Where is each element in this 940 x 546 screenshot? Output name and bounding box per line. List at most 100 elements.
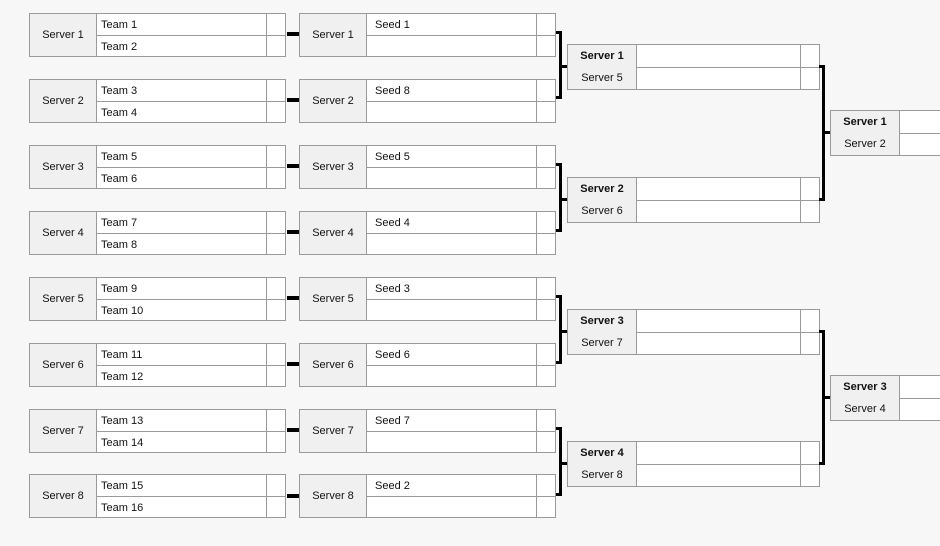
team-slot-bottom[interactable]: Team 14: [101, 436, 144, 449]
winner-slot[interactable]: [367, 366, 536, 387]
match-server-label: Server 5: [30, 278, 97, 320]
round2-match-6: Server 6 Seed 6: [299, 343, 556, 387]
bracket-connector: [287, 230, 299, 234]
round1-match-5: Server 5 Team 9 Team 10: [29, 277, 286, 321]
round2-match-1: Server 1 Seed 1: [299, 13, 556, 57]
match-server-label: Server 6: [300, 344, 367, 386]
winner-slot[interactable]: [367, 168, 536, 189]
round4-match-2: Server 3 Server 4: [830, 375, 940, 421]
match-server-label: Server 2: [300, 80, 367, 122]
round1-match-1: Server 1 Team 1 Team 2: [29, 13, 286, 57]
match-server-label: Server 7: [30, 410, 97, 452]
score-cells[interactable]: [536, 14, 555, 56]
bracket-line: [822, 396, 830, 399]
round2-match-8: Server 8 Seed 2: [299, 474, 556, 518]
winner-slot[interactable]: [637, 442, 800, 465]
score-cells[interactable]: [266, 146, 285, 188]
match-server-label: Server 8: [30, 475, 97, 517]
round1-match-8: Server 8 Team 15 Team 16: [29, 474, 286, 518]
seed-slot[interactable]: Seed 6: [367, 344, 536, 366]
server-b-label: Server 7: [581, 337, 623, 349]
seed-slot[interactable]: Seed 3: [367, 278, 536, 300]
match-server-label: Server 1: [30, 14, 97, 56]
winner-slot[interactable]: [367, 234, 536, 255]
winner-slot[interactable]: [637, 178, 800, 201]
round2-match-2: Server 2 Seed 8: [299, 79, 556, 123]
server-b-label: Server 6: [581, 205, 623, 217]
bracket-line: [559, 65, 567, 68]
score-cells[interactable]: [800, 442, 819, 486]
winner-slot[interactable]: [367, 432, 536, 453]
team-slot-top[interactable]: Team 15: [97, 475, 266, 497]
team-slot-bottom[interactable]: Team 10: [101, 304, 144, 317]
team-slot-top[interactable]: Team 13: [97, 410, 266, 432]
winner-slot[interactable]: [367, 497, 536, 518]
match-server-label: Server 7: [300, 410, 367, 452]
match-server-label: Server 6: [30, 344, 97, 386]
match-server-label-cell: [568, 442, 637, 486]
server-a-label: Server 3: [580, 315, 624, 327]
winner-slot[interactable]: [900, 111, 940, 134]
server-a-label: Server 2: [580, 183, 624, 195]
team-slot-bottom[interactable]: Team 6: [101, 172, 138, 185]
score-cells[interactable]: [800, 310, 819, 354]
team-slot-bottom[interactable]: Team 4: [101, 106, 138, 119]
score-cells[interactable]: [266, 344, 285, 386]
score-cells[interactable]: [536, 410, 555, 452]
bracket-connector: [287, 98, 299, 102]
score-cells[interactable]: [800, 45, 819, 89]
score-cells[interactable]: [266, 410, 285, 452]
team-slot-top[interactable]: Team 7: [97, 212, 266, 234]
score-cells[interactable]: [536, 146, 555, 188]
round3-match-2: Server 2 Server 6: [567, 177, 820, 223]
team-slot-bottom[interactable]: Team 16: [101, 501, 144, 514]
winner-slot[interactable]: [900, 376, 940, 399]
seed-slot[interactable]: Seed 7: [367, 410, 536, 432]
score-cells[interactable]: [266, 14, 285, 56]
score-cells[interactable]: [266, 475, 285, 517]
seed-slot[interactable]: Seed 4: [367, 212, 536, 234]
bracket-line: [559, 427, 562, 496]
score-cells[interactable]: [536, 344, 555, 386]
match-server-label: Server 2: [30, 80, 97, 122]
round3-match-1: Server 1 Server 5: [567, 44, 820, 90]
seed-slot[interactable]: Seed 2: [367, 475, 536, 497]
winner-slot[interactable]: [637, 310, 800, 333]
team-slot-top[interactable]: Team 11: [97, 344, 266, 366]
bracket-connector: [287, 428, 299, 432]
match-server-label: Server 3: [300, 146, 367, 188]
seed-slot[interactable]: Seed 1: [367, 14, 536, 36]
round3-match-3: Server 3 Server 7: [567, 309, 820, 355]
seed-slot[interactable]: Seed 8: [367, 80, 536, 102]
score-cells[interactable]: [800, 178, 819, 222]
match-server-label: Server 1: [300, 14, 367, 56]
team-slot-top[interactable]: Team 9: [97, 278, 266, 300]
score-cells[interactable]: [266, 212, 285, 254]
team-slot-bottom[interactable]: Team 8: [101, 238, 138, 251]
score-cells[interactable]: [536, 80, 555, 122]
team-slot-bottom[interactable]: Team 2: [101, 40, 138, 53]
bracket-connector: [287, 164, 299, 168]
bracket-connector: [287, 296, 299, 300]
server-a-label: Server 3: [843, 381, 887, 393]
score-cells[interactable]: [536, 278, 555, 320]
team-slot-top[interactable]: Team 3: [97, 80, 266, 102]
winner-slot[interactable]: [367, 300, 536, 321]
score-cells[interactable]: [536, 475, 555, 517]
seed-slot[interactable]: Seed 5: [367, 146, 536, 168]
match-server-label: Server 5: [300, 278, 367, 320]
match-server-label: Server 8: [300, 475, 367, 517]
winner-slot[interactable]: [637, 45, 800, 68]
score-cells[interactable]: [266, 80, 285, 122]
team-slot-bottom[interactable]: Team 12: [101, 370, 144, 383]
score-cells[interactable]: [266, 278, 285, 320]
server-b-label: Server 8: [581, 469, 623, 481]
bracket-connector: [287, 32, 299, 36]
score-cells[interactable]: [536, 212, 555, 254]
team-slot-top[interactable]: Team 1: [97, 14, 266, 36]
winner-slot[interactable]: [367, 36, 536, 57]
server-a-label: Server 1: [843, 116, 887, 128]
winner-slot[interactable]: [367, 102, 536, 123]
bracket-line: [559, 462, 567, 465]
team-slot-top[interactable]: Team 5: [97, 146, 266, 168]
